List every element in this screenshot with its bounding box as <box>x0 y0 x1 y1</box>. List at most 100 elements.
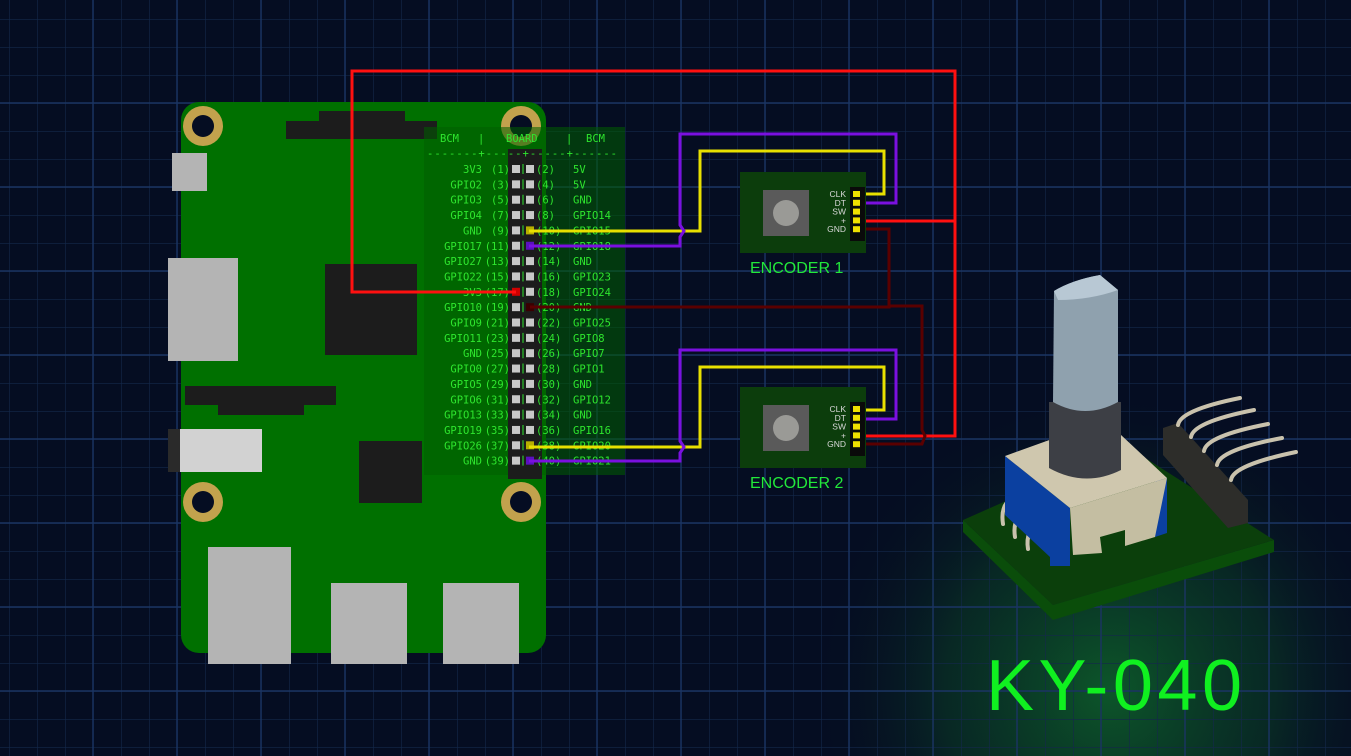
pin-right-number: (36) <box>536 425 561 437</box>
pin-row: GPIO3(5)(6)GND <box>450 194 592 207</box>
pin-left-name: GPIO13 <box>444 410 482 422</box>
pin-left-pad <box>512 195 520 204</box>
pin-row: GPIO9(21)(22)GPIO25 <box>450 317 611 330</box>
pin-left-name: GND <box>463 456 482 468</box>
pin-right-name: GPIO25 <box>573 318 611 330</box>
wire-yellow-enc1-clk <box>529 149 886 233</box>
mounting-hole-icon <box>501 482 541 522</box>
ethernet-port <box>208 547 291 664</box>
pin-left-name: GPIO4 <box>450 210 482 222</box>
encoder-label: ENCODER 2 <box>750 475 843 492</box>
pin-row: GPIO19(35)(36)GPIO16 <box>444 424 611 437</box>
pin-left-name: GPIO27 <box>444 256 482 268</box>
pin-left-number: (3) <box>491 179 510 191</box>
encoder-pin-pad <box>853 191 860 197</box>
pin-right-pad <box>526 379 534 388</box>
pin-left-number: (15) <box>485 271 510 283</box>
pinout-table: BCM | BOARD | BCM -------+-----+-----+--… <box>424 127 625 479</box>
pin-right-number: (4) <box>536 179 555 191</box>
pin-right-number: (28) <box>536 364 561 376</box>
pcb-side <box>963 520 1274 620</box>
pin-left-name: GPIO22 <box>444 271 482 283</box>
pin-right-number: (6) <box>536 195 555 207</box>
encoder-body-front <box>1070 478 1167 555</box>
pin-right-pad <box>526 410 534 419</box>
wire-purple-enc1-dt <box>529 132 898 248</box>
pin-left-number: (35) <box>485 425 510 437</box>
pin-left-pad <box>512 441 520 450</box>
encoder-pin-label: DT <box>835 413 846 423</box>
encoder-label: ENCODER 1 <box>750 260 843 277</box>
encoder-pin-pad <box>853 423 860 430</box>
shaft <box>1053 275 1118 411</box>
pin-right-pad <box>526 441 534 450</box>
mounting-hole-icon <box>183 482 223 522</box>
header-sep-2: | <box>566 133 572 145</box>
encoder-pin-pad <box>853 432 860 439</box>
pin-row: GPIO4(7)(8)GPIO14 <box>450 210 611 222</box>
soc-chip <box>325 264 417 355</box>
header-bcm-left: BCM <box>440 133 459 145</box>
encoder-pin-label: GND <box>827 439 846 449</box>
pin-right-name: GPIO24 <box>573 287 611 299</box>
pin-row: GPIO22(15)(16)GPIO23 <box>444 271 611 283</box>
pin-left-pad <box>512 211 520 220</box>
header-rule: -------+-----+-----+------ <box>427 148 617 160</box>
wires <box>350 69 957 463</box>
shaft-top <box>1054 275 1118 300</box>
pin-left-name: GPIO11 <box>444 333 482 345</box>
pin-right-pad <box>526 395 534 404</box>
encoder-knob-icon <box>773 415 799 441</box>
wire-gnd-enc1 <box>530 227 891 309</box>
pin-right-pad <box>526 195 534 204</box>
pin-left-number: (25) <box>485 348 510 360</box>
pin-left-number: (11) <box>485 241 510 253</box>
wire-red-3v3 <box>350 69 957 438</box>
pin-left-name: GPIO26 <box>444 440 482 452</box>
encoder-pin-pad <box>853 208 860 215</box>
pin-left-pad <box>512 333 520 342</box>
wire-gnd-enc2 <box>858 304 927 446</box>
pin-left-name: GPIO0 <box>450 364 482 376</box>
pin-right-pad <box>526 165 534 173</box>
encoder-pin-pad <box>853 217 860 224</box>
hdmi-port-shadow <box>168 429 182 472</box>
pin-left-pad <box>512 226 520 235</box>
usb-port-1 <box>331 583 407 664</box>
pin-left-number: (29) <box>485 379 510 391</box>
pin-left-number: (37) <box>485 440 510 452</box>
pin-left-name: GPIO5 <box>450 379 482 391</box>
pin-left-number: (39) <box>485 456 510 468</box>
pin-row: GPIO2(3)(4)5V <box>450 179 586 191</box>
pin-left-number: (21) <box>485 318 510 330</box>
encoder-pin-label: SW <box>832 207 846 217</box>
pin-right-number: (18) <box>536 287 561 299</box>
hdmi-port <box>180 429 262 472</box>
pin-left-name: 3V3 <box>463 164 482 176</box>
pin-left-name: GND <box>463 348 482 360</box>
pin-left-pad <box>512 303 520 312</box>
pin-left-pad <box>512 165 520 173</box>
pin-left-pad <box>512 410 520 419</box>
encoder-pin-label: SW <box>832 422 846 432</box>
pin-right-name: GPIO8 <box>573 333 605 345</box>
pin-left-pad <box>512 395 520 404</box>
pin-row: GPIO27(13)(14)GND <box>444 256 592 268</box>
pin-row: GND(39)(40)GPIO21 <box>463 455 611 468</box>
encoder-pin-label: + <box>841 430 846 440</box>
header-board: BOARD <box>506 133 538 145</box>
pin-left-name: GND <box>463 225 482 237</box>
pin-right-number: (2) <box>536 164 555 176</box>
display-connector <box>185 386 336 415</box>
header-bcm-right: BCM <box>586 133 605 145</box>
ky040-illustration <box>963 275 1298 620</box>
pin-left-pad <box>512 425 520 434</box>
pin-left-pad <box>512 349 520 358</box>
pin-right-pad <box>526 425 534 434</box>
pin-right-name: GND <box>573 195 592 207</box>
pin-right-name: GPIO16 <box>573 425 611 437</box>
module-title: KY-040 <box>986 646 1242 726</box>
pin-left-pad <box>512 318 520 327</box>
pin-right-number: (32) <box>536 394 561 406</box>
